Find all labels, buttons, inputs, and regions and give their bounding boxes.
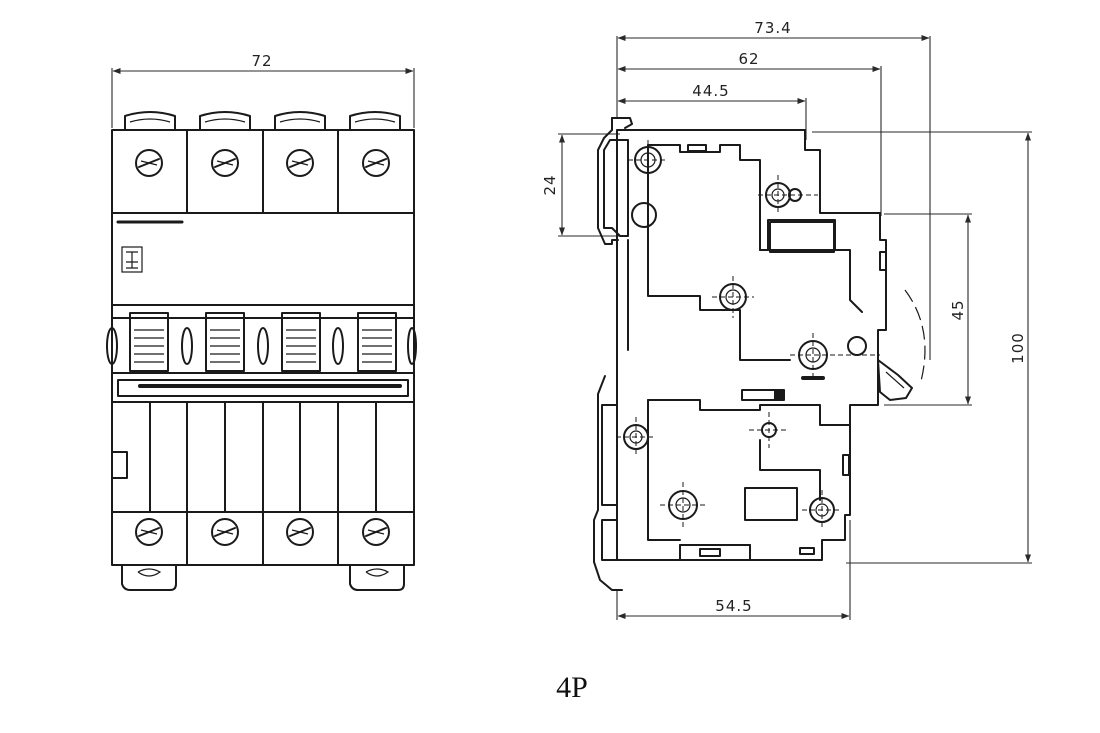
tie-bar xyxy=(111,379,415,403)
din-clips xyxy=(121,564,405,591)
lower-dividers xyxy=(111,401,415,566)
dim-44-5: 44.5 xyxy=(617,82,807,140)
bottom-screws xyxy=(135,518,390,546)
brand-logo xyxy=(121,246,143,273)
dim-54-5: 54.5 xyxy=(616,520,851,620)
dim-44-5-label: 44.5 xyxy=(692,82,729,100)
dim-45-label: 45 xyxy=(949,299,967,320)
top-terminal-clamps xyxy=(124,111,401,131)
dim-73-4: 73.4 xyxy=(616,19,931,360)
dim-54-5-label: 54.5 xyxy=(715,597,752,615)
rail-clip-lower xyxy=(593,239,629,591)
side-housing-outline xyxy=(616,129,887,561)
dim-24: 24 xyxy=(541,133,620,237)
side-view: 73.4 62 44.5 24 45 xyxy=(541,19,1032,620)
dim-24-label: 24 xyxy=(541,174,559,195)
dim-100-label: 100 xyxy=(1009,332,1027,364)
front-width-label: 72 xyxy=(251,52,272,70)
dim-100: 100 xyxy=(812,131,1032,564)
side-toggle-handle xyxy=(842,251,926,476)
front-view: 72 xyxy=(106,52,417,591)
dim-45: 45 xyxy=(884,213,972,406)
figure-caption: 4P xyxy=(556,671,588,704)
rail-clip-upper xyxy=(597,117,633,245)
internal-compartments xyxy=(631,144,863,561)
toggle-handles xyxy=(106,312,417,374)
top-screws xyxy=(135,149,390,177)
front-width-dimension: 72 xyxy=(111,52,415,128)
dim-73-4-label: 73.4 xyxy=(754,19,791,37)
pivot-screws xyxy=(616,140,880,530)
dim-62-label: 62 xyxy=(738,50,759,68)
dim-62: 62 xyxy=(617,50,882,216)
